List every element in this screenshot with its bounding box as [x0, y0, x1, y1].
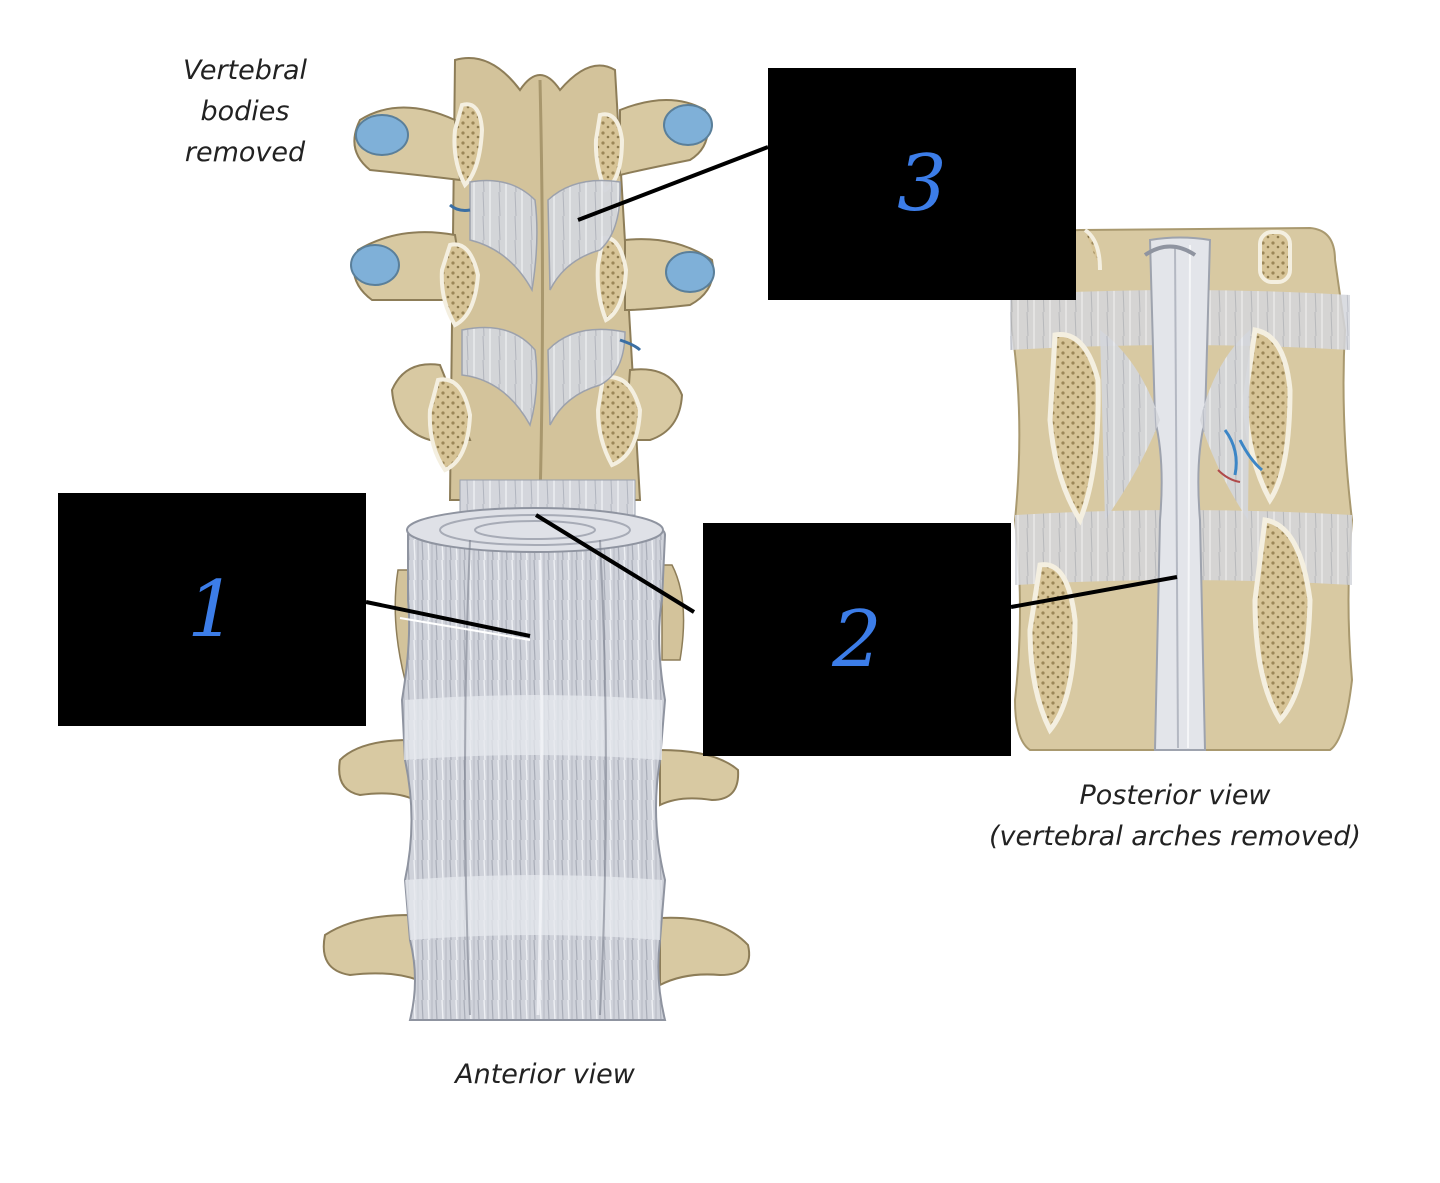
label-number: 3 — [897, 139, 947, 229]
vein-detail — [1223, 429, 1263, 476]
transverse-process-lower-right-2 — [659, 916, 751, 987]
label-number: 2 — [832, 594, 882, 685]
label-box-2[interactable]: 2 — [703, 523, 1011, 756]
label-box-1[interactable]: 1 — [58, 493, 366, 726]
pedicle-cut-posterior — [1047, 332, 1101, 526]
caption-line: Posterior view — [1079, 780, 1271, 811]
caption-line: removed — [184, 137, 306, 168]
ligamentum-flavum-upper — [469, 179, 538, 293]
caption-line: bodies — [200, 96, 290, 127]
pedicle-cut-posterior — [1242, 327, 1293, 505]
caption-anterior-view: Anterior view — [430, 1054, 660, 1095]
transverse-process-lower-left-2 — [322, 913, 420, 982]
pedicle-cut-posterior — [1252, 517, 1313, 725]
cartilage-facet — [663, 104, 713, 146]
caption-line: (vertebral arches removed) — [989, 821, 1361, 852]
spinous-column — [448, 57, 642, 501]
cartilage-facet — [355, 114, 409, 156]
pedicle-cut-posterior — [1027, 562, 1078, 735]
vertebral-arches-upper — [350, 57, 715, 523]
posterior-view-specimen — [1010, 226, 1354, 751]
anterior-longitudinal-ligament — [400, 510, 667, 1021]
label-number: 1 — [187, 564, 237, 655]
leader-line-3 — [577, 145, 769, 222]
pedicle-cut — [595, 235, 629, 323]
pedicle-cut — [427, 377, 473, 473]
caption-posterior-view: Posterior view (vertebral arches removed… — [960, 775, 1390, 857]
ligamentum-flavum-lower — [461, 326, 538, 427]
ligamentum-flavum-upper — [547, 179, 621, 291]
label-box-3[interactable]: 3 — [768, 68, 1076, 300]
transverse-process-lower-left-1 — [338, 738, 417, 802]
posterior-longitudinal-ligament — [1148, 236, 1212, 751]
caption-line: Vertebral — [182, 55, 308, 86]
ligamentum-flavum-lower — [547, 328, 626, 426]
pedicle-cut — [452, 102, 485, 189]
leader-line-2b — [1010, 575, 1178, 609]
cartilage-facet — [350, 244, 400, 286]
cartilage-facet — [665, 251, 715, 293]
pedicle-cut — [595, 375, 643, 468]
pedicle-cut — [593, 112, 625, 193]
leader-line-2a — [534, 513, 696, 614]
transverse-process-lower-right-1 — [659, 748, 740, 807]
leader-line-1 — [365, 600, 531, 638]
pedicle-cut — [439, 242, 481, 328]
caption-line: Anterior view — [455, 1059, 635, 1090]
caption-vertebral-bodies-removed: Vertebral bodies removed — [160, 50, 330, 173]
vertebral-bodies-anterior — [322, 507, 751, 1021]
